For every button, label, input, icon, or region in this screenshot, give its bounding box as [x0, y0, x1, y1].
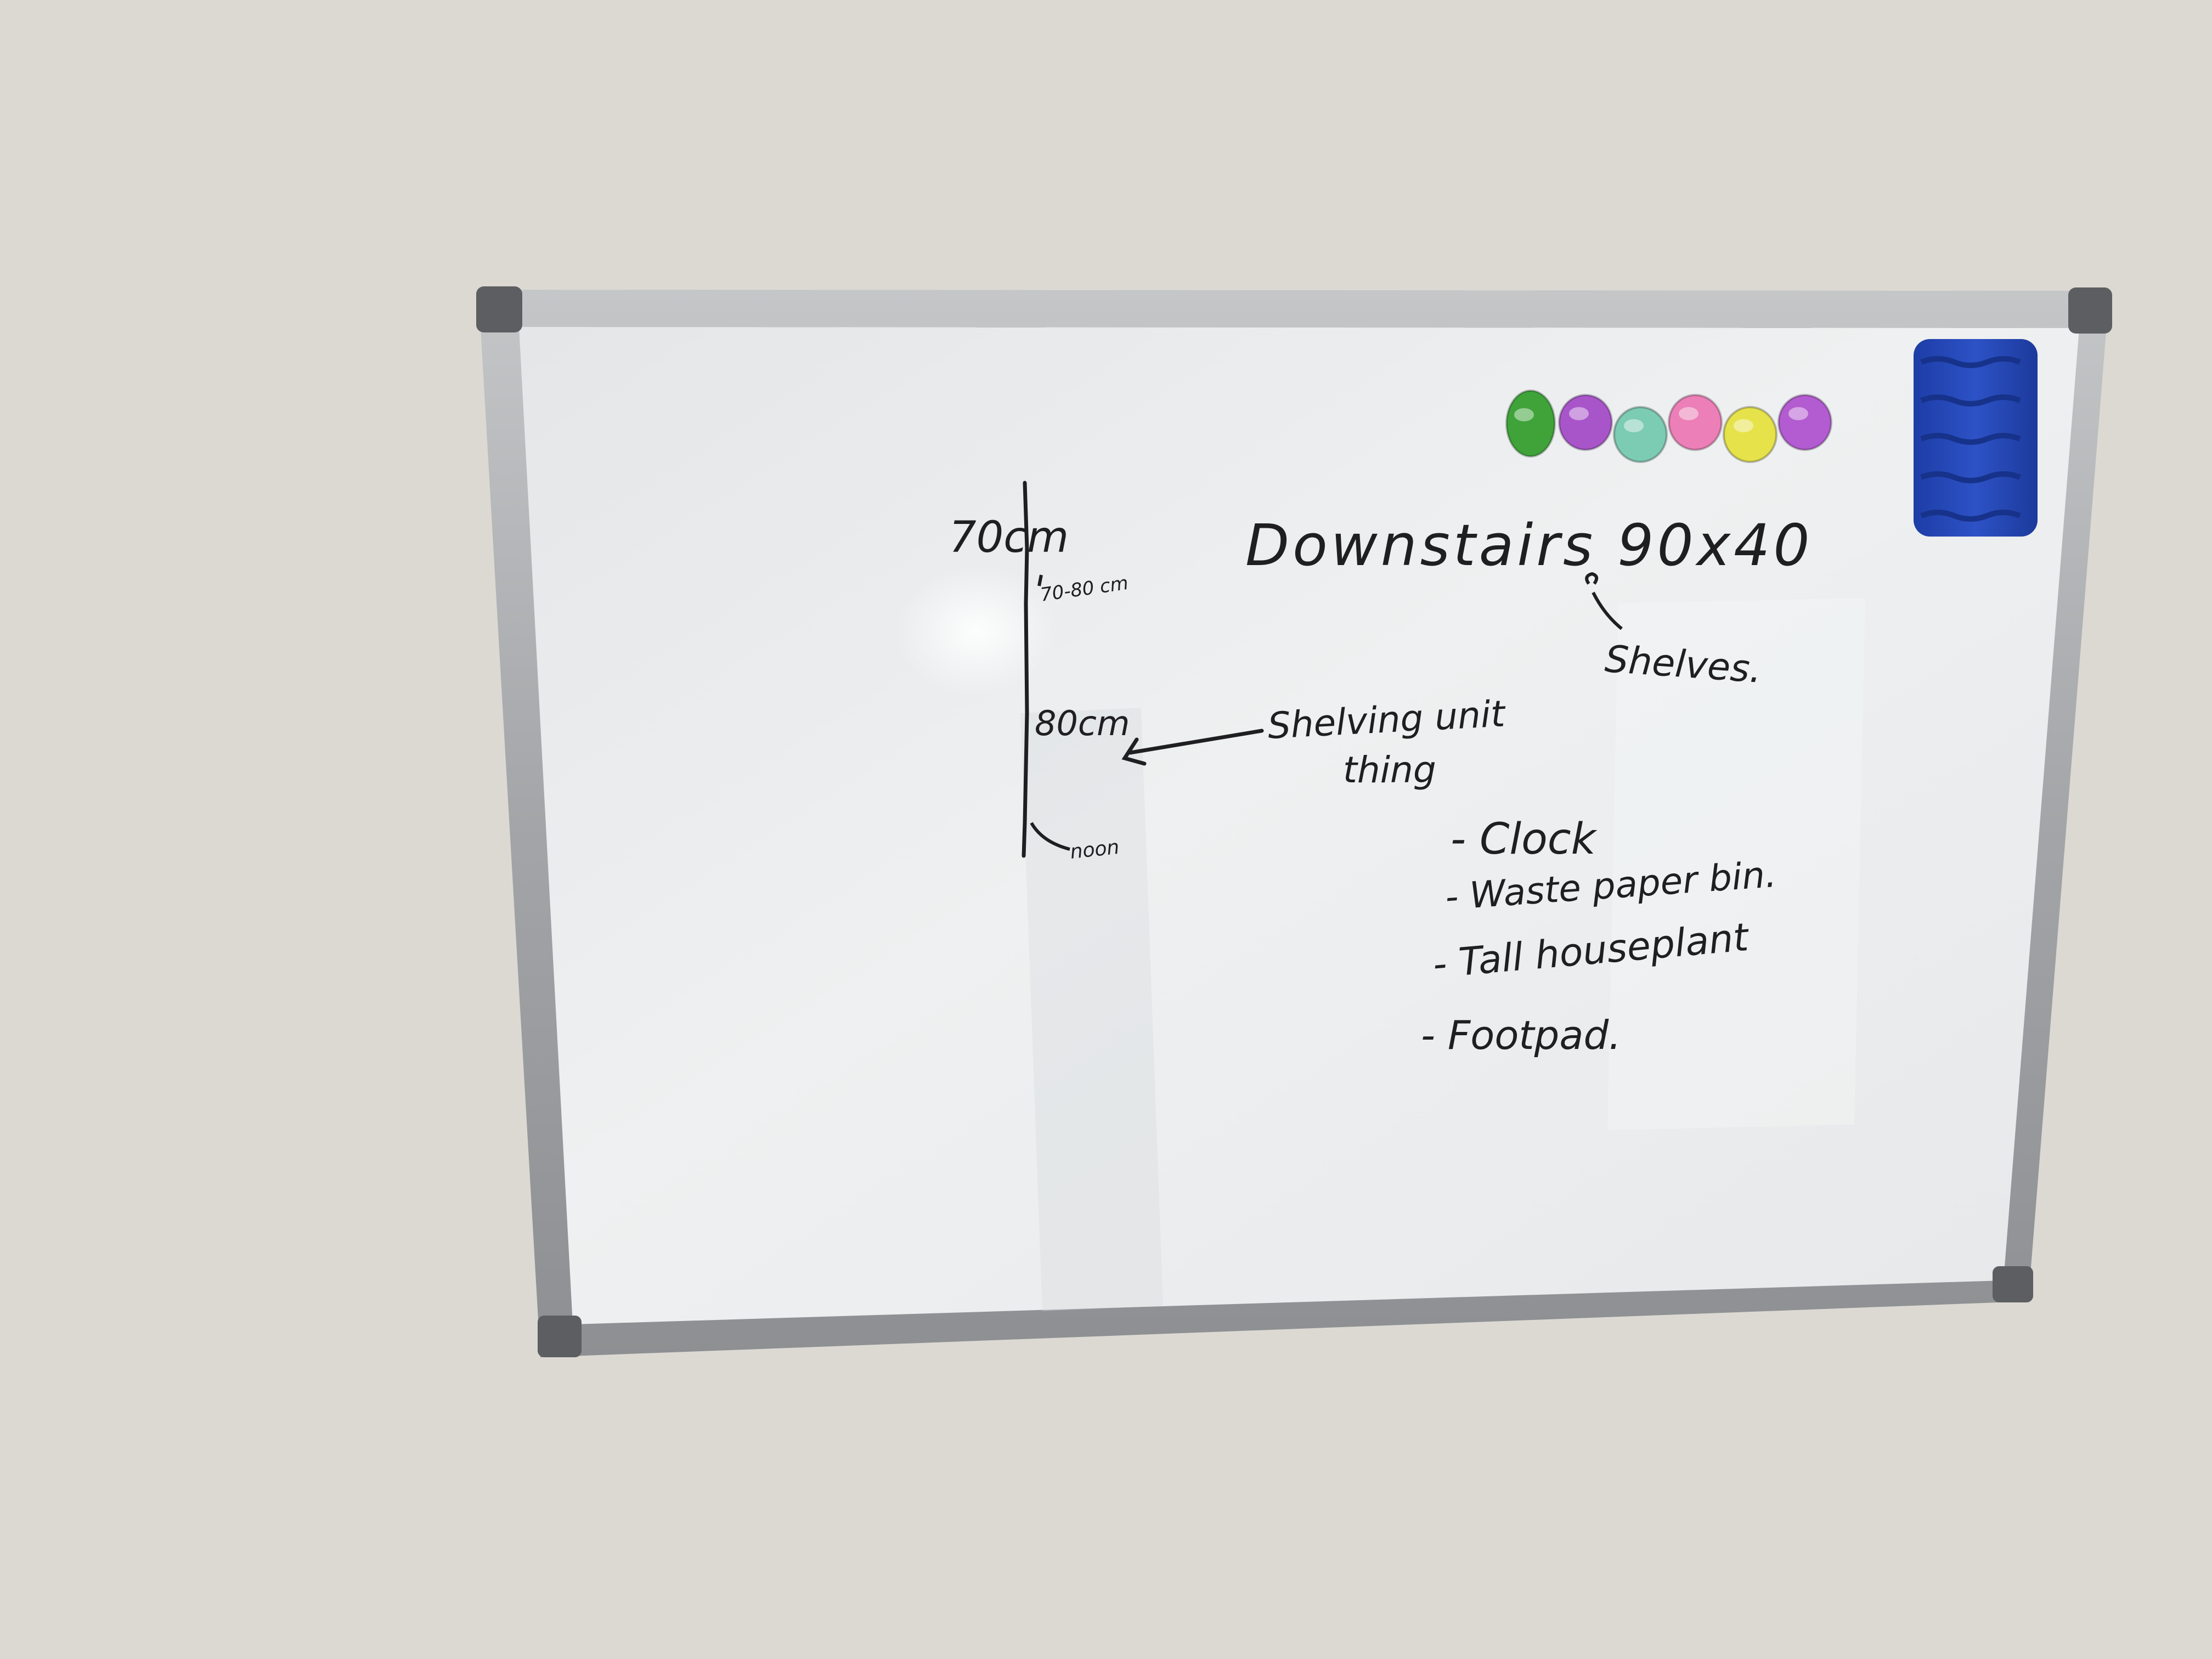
- frame-corner-top-left: [476, 286, 522, 332]
- magnet-body: [1613, 406, 1668, 463]
- magnet-highlight: [1734, 419, 1753, 432]
- magnet[interactable]: [1778, 394, 1832, 451]
- magnet[interactable]: [1505, 390, 1556, 458]
- magnet-highlight: [1788, 407, 1808, 420]
- heading-arrow: [1585, 572, 1623, 630]
- whiteboard: [476, 286, 2112, 1357]
- magnet-highlight: [1514, 408, 1534, 421]
- magnet-highlight: [1624, 419, 1644, 432]
- frame-corner-top-right: [2068, 287, 2112, 334]
- magnet-body: [1778, 394, 1832, 451]
- magnet-body: [1723, 406, 1778, 463]
- pointer-arrow: [1121, 729, 1264, 766]
- person-reflection: [1020, 708, 1163, 1311]
- scale-label-bottom: noon: [1069, 836, 1120, 864]
- list-item-4: - Footpad.: [1421, 1012, 1621, 1058]
- frame-corner-bottom-left: [538, 1316, 582, 1357]
- eraser-grip-ridges: [1920, 356, 2021, 522]
- magnet-highlight: [1569, 407, 1589, 420]
- magnet-body: [1558, 394, 1613, 451]
- whiteboard-surface: [519, 327, 2079, 1324]
- eraser-body: [1914, 339, 2038, 537]
- magnet-row: [1505, 390, 1832, 463]
- eraser[interactable]: [1914, 339, 2038, 537]
- magnet[interactable]: [1613, 406, 1668, 463]
- magnet[interactable]: [1723, 406, 1778, 463]
- arrow-note-line2: thing: [1343, 749, 1436, 791]
- heading-text: Downstairs 90x40: [1245, 512, 1813, 579]
- list-item-1: - Clock: [1451, 815, 1598, 864]
- magnet[interactable]: [1668, 394, 1723, 451]
- magnet-body: [1668, 394, 1723, 451]
- light-reflection: [894, 565, 1059, 697]
- window-reflection: [1607, 598, 1865, 1130]
- tick-mark: [1037, 574, 1043, 586]
- height-scale-line: [1022, 481, 1029, 858]
- scale-label-middle: 80cm: [1035, 703, 1130, 743]
- magnet[interactable]: [1558, 394, 1613, 451]
- frame-corner-bottom-right: [1993, 1266, 2033, 1302]
- magnet-body: [1505, 390, 1556, 458]
- scale-label-top: 70cm: [949, 513, 1069, 562]
- magnet-highlight: [1679, 407, 1699, 420]
- height-scale-hook: [1030, 822, 1070, 851]
